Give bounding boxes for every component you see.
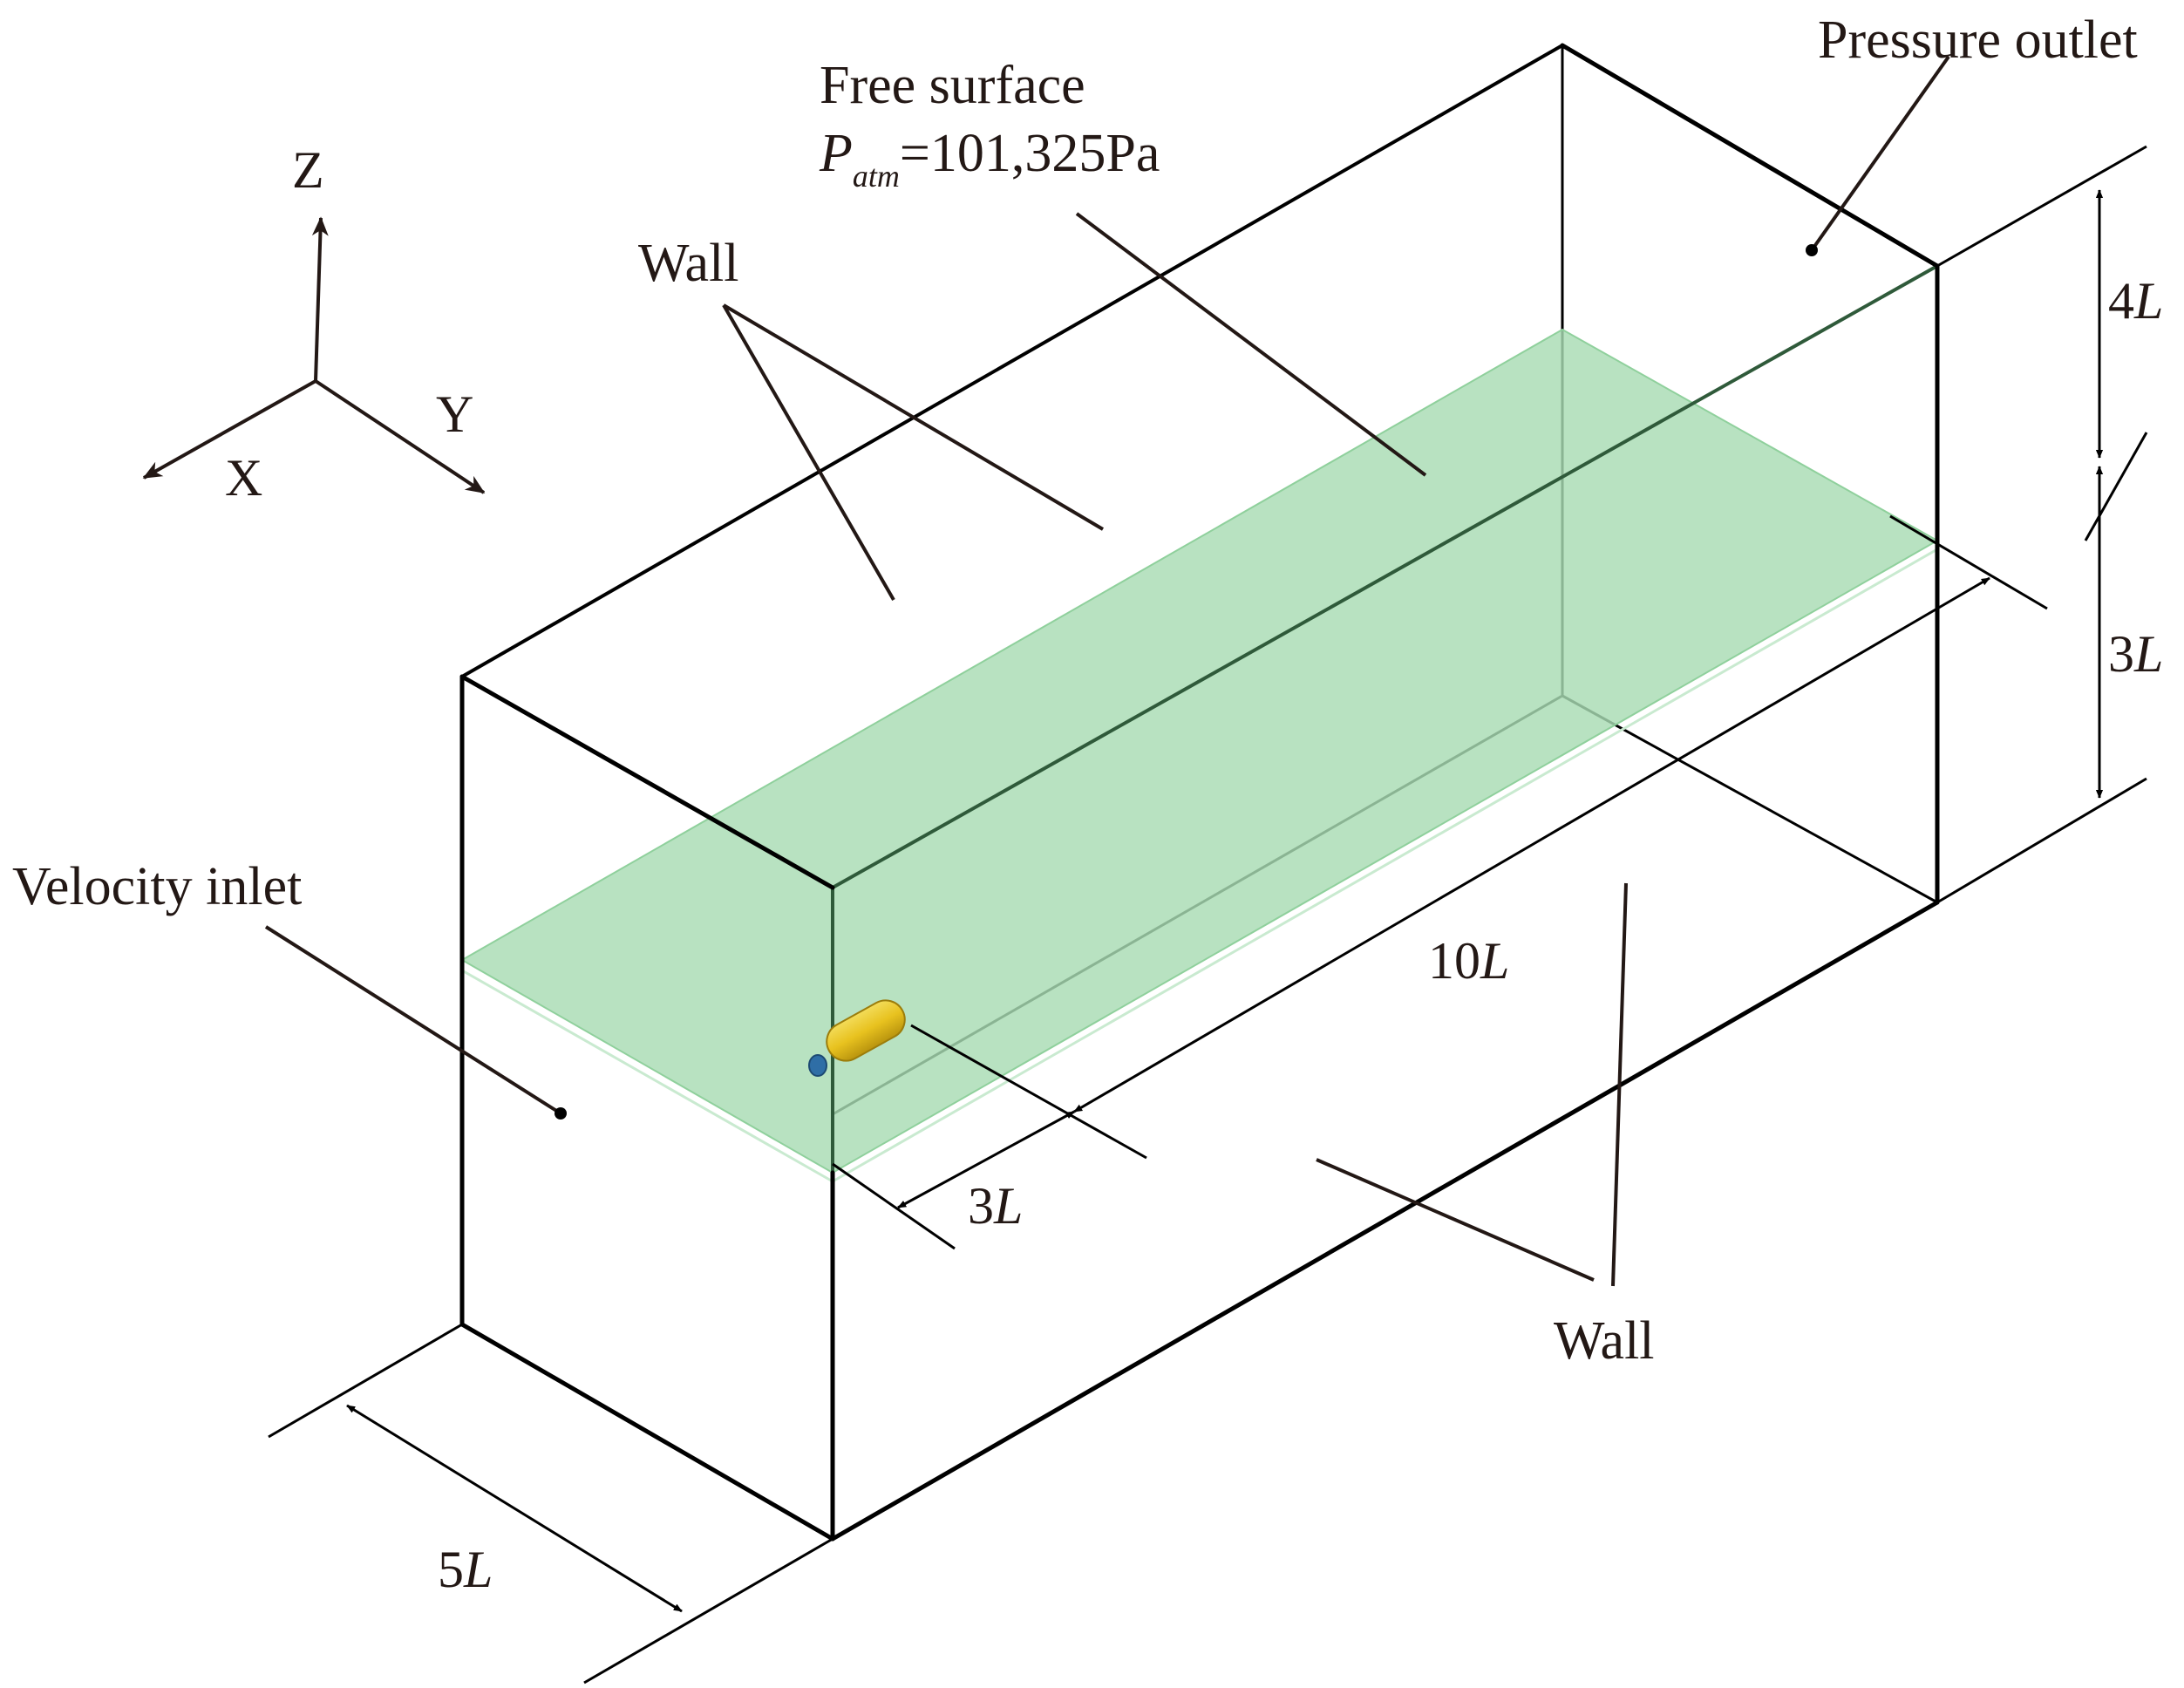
patm-label: Patm=101,325Pa <box>819 124 1160 194</box>
body-hull <box>826 999 906 1062</box>
dim-3L-offset-label: 3L <box>968 1177 1023 1235</box>
dim-10L-arrow <box>1073 576 1990 1113</box>
x-axis-label: X <box>225 449 262 507</box>
free-surface-plane <box>459 328 1940 1174</box>
velocity-inlet-dot <box>555 1107 567 1120</box>
x-axis-arrow <box>142 379 316 480</box>
dim-10L-label: 10L <box>1428 932 1509 990</box>
patm-symbol: P <box>819 124 853 183</box>
labels: Free surface Patm=101,325Pa Pressure out… <box>12 10 2163 1598</box>
dimension-lines <box>268 145 2148 1685</box>
body-nose <box>808 1054 827 1077</box>
z-axis-arrow <box>311 216 329 382</box>
leader-wall-top-a <box>722 303 1105 531</box>
leader-wall-top-b <box>722 304 895 601</box>
coordinate-axes: Z Y X <box>142 141 486 507</box>
submerged-body <box>808 999 906 1077</box>
wall-top-label: Wall <box>638 234 739 293</box>
pressure-outlet-dot <box>1806 244 1818 256</box>
dim-3L-offset-arrow <box>897 1110 1075 1209</box>
leader-free-surface <box>1075 212 1427 477</box>
leader-pressure-outlet <box>1810 55 1950 252</box>
patm-subscript: atm <box>853 159 900 194</box>
leader-velocity-inlet <box>264 925 562 1115</box>
y-axis-label: Y <box>436 385 473 443</box>
wall-bottom-label: Wall <box>1554 1311 1655 1371</box>
free-surface-edge-shadow <box>461 969 833 1183</box>
dim-4L-label: 4L <box>2108 272 2163 330</box>
dim-5L-label: 5L <box>438 1541 493 1598</box>
patm-value: =101,325Pa <box>900 124 1160 183</box>
z-axis-label: Z <box>292 141 324 199</box>
dim-3L-depth-label: 3L <box>2108 625 2163 683</box>
dim-5L-arrow <box>346 1404 683 1613</box>
pressure-outlet-label: Pressure outlet <box>1818 10 2138 70</box>
free-surface-label: Free surface <box>820 56 1085 115</box>
velocity-inlet-label: Velocity inlet <box>12 857 302 916</box>
leader-wall-bottom-a <box>1316 1158 1595 1282</box>
y-axis-arrow <box>314 379 486 494</box>
